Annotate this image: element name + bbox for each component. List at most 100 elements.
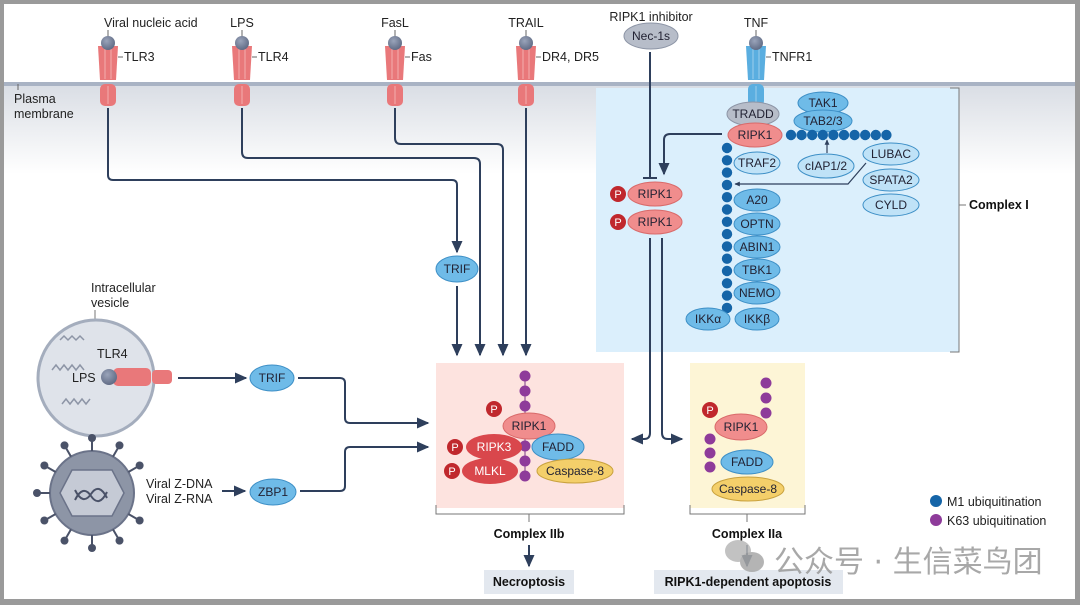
trif-top: TRIF: [435, 255, 479, 283]
protein-traf2: TRAF2: [733, 151, 781, 175]
svg-text:RIPK1: RIPK1: [638, 187, 673, 201]
apoptosis-outcome: RIPK1-dependent apoptosis: [654, 570, 843, 594]
m1-ubiquitin: [721, 290, 733, 301]
svg-text:TRIF: TRIF: [444, 262, 471, 276]
ligand-label: TRAIL: [508, 16, 543, 30]
svg-text:RIPK1: RIPK1: [512, 419, 547, 433]
protein-spata2: SPATA2: [862, 168, 920, 192]
ripk1-iib: RIPK1: [502, 412, 556, 440]
phospho-ripk1-1: RIPK1: [627, 181, 683, 207]
protein-nemo: NEMO: [733, 281, 781, 305]
receptor-group: Viral nucleic acidTLR3LPSTLR4FasLFasTRAI…: [98, 16, 812, 106]
m1-ubiquitin: [721, 204, 733, 215]
k63-ubiquitin: [519, 400, 531, 412]
svg-text:Necroptosis: Necroptosis: [493, 575, 565, 589]
complex-i-label: Complex I: [969, 198, 1029, 212]
receptor-label: TLR3: [124, 50, 155, 64]
svg-text:ZBP1: ZBP1: [258, 485, 288, 499]
arrow-complex-i-to-ripk1: [658, 133, 722, 176]
virus-spike: [40, 516, 49, 525]
receptor-label: DR4, DR5: [542, 50, 599, 64]
svg-text:MLKL: MLKL: [474, 464, 506, 478]
legend-k63: K63 ubiquitination: [930, 514, 1046, 528]
arrow-ripk1-to-complex-iia: [661, 238, 684, 445]
virus-spike: [88, 544, 96, 552]
ligand-icon: [235, 36, 249, 50]
virus-spike: [60, 536, 69, 545]
virus-spike: [135, 461, 144, 470]
inhibitor-label: RIPK1 inhibitor: [609, 10, 692, 24]
membrane-label-2: membrane: [14, 107, 74, 121]
svg-text:OPTN: OPTN: [740, 217, 773, 231]
virus-particle: [33, 434, 144, 552]
m1-ubiquitin: [721, 179, 733, 191]
svg-text:IKKβ: IKKβ: [744, 312, 770, 326]
svg-text:RIPK1: RIPK1: [724, 420, 759, 434]
svg-text:TAB2/3: TAB2/3: [803, 114, 842, 128]
svg-text:TAK1: TAK1: [808, 96, 837, 110]
svg-text:A20: A20: [746, 193, 768, 207]
m1-ubiquitin: [881, 129, 892, 141]
m1-ubiquitin: [721, 253, 733, 264]
virus-spike: [115, 441, 124, 450]
m1-ubiquitin-chain: [721, 129, 892, 314]
ligand-label: FasL: [381, 16, 409, 30]
protein-tbk1: TBK1: [733, 258, 781, 282]
virus-spike: [115, 536, 124, 545]
vesicle-tlr4-label: TLR4: [97, 347, 128, 361]
m1-ubiquitin: [721, 278, 733, 289]
svg-text:SPATA2: SPATA2: [869, 173, 913, 187]
ligand-label: LPS: [230, 16, 254, 30]
complex-iib-contents: RIPK1 FADD Caspase-8 RIPK3 MLKL: [462, 412, 614, 484]
receptor-dr4-dr5: TRAIL DR4, DR5: [508, 16, 599, 106]
complex-iib-bracket: [435, 505, 625, 522]
m1-ubiquitin: [796, 129, 807, 141]
caspase8-iib: Caspase-8: [536, 458, 614, 484]
m1-ubiquitin: [721, 228, 733, 240]
protein-ikka: IKKα: [685, 307, 731, 331]
svg-text:P: P: [451, 442, 458, 454]
m1-ubiquitin: [721, 302, 733, 314]
svg-text:公众号 · 生信菜鸟团: 公众号 · 生信菜鸟团: [774, 545, 1043, 580]
tak1: TAK1: [797, 91, 849, 115]
arrow-zbp1-to-complex-iib: [300, 441, 430, 492]
lubac-arrow: [734, 162, 867, 187]
k63-ubiquitin: [519, 385, 531, 397]
k63-ubiquitin: [704, 433, 716, 445]
receptor-label: TLR4: [258, 50, 289, 64]
k63-ubiquitin: [704, 447, 716, 459]
svg-text:RIPK1: RIPK1: [638, 215, 673, 229]
svg-text:FADD: FADD: [731, 455, 763, 469]
svg-text:ABIN1: ABIN1: [740, 240, 775, 254]
signal-arrows: [107, 52, 753, 568]
phosphate-icon: P: [447, 439, 463, 455]
svg-text:P: P: [706, 405, 713, 417]
viral-zdna-label: Viral Z-DNA: [146, 477, 213, 491]
tab23: TAB2/3: [793, 109, 853, 133]
ripk1-iia: RIPK1: [714, 413, 768, 441]
ligand-icon: [101, 36, 115, 50]
virus-spike: [135, 516, 144, 525]
m1-ubiquitin: [838, 129, 850, 141]
svg-text:RIPK3: RIPK3: [477, 440, 512, 454]
ligand-icon: [749, 36, 763, 50]
m1-ubiquitin: [721, 192, 733, 203]
svg-text:Nec-1s: Nec-1s: [632, 29, 670, 43]
protein-cyld: CYLD: [862, 193, 920, 217]
receptor-label: Fas: [411, 50, 432, 64]
ciap12: cIAP1/2: [797, 153, 855, 179]
svg-text:P: P: [490, 404, 497, 416]
m1-ubiquitin: [721, 241, 733, 252]
phospho-iib: PPP: [444, 401, 502, 479]
vesicle-label: Intracellular: [91, 281, 156, 295]
k63-ubiquitin: [519, 440, 531, 452]
fadd-iib: FADD: [531, 433, 585, 461]
svg-text:LUBAC: LUBAC: [871, 147, 911, 161]
ligand-label: TNF: [744, 16, 769, 30]
protein-ikkb: IKKβ: [734, 307, 780, 331]
phosphate-icon: P: [702, 402, 718, 418]
intracellular-vesicle: [36, 318, 156, 438]
